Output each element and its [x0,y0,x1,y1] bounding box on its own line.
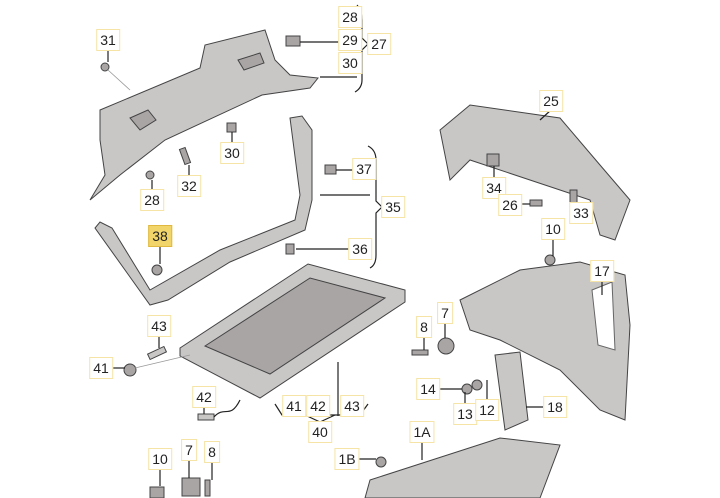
part-label-28a[interactable]: 28 [338,6,362,28]
part-label-29[interactable]: 29 [338,29,362,51]
screw-8b [204,479,211,497]
cap-7b [181,477,201,497]
clip-10 [544,254,556,266]
part-label-30a[interactable]: 30 [338,52,362,74]
part-label-28b[interactable]: 28 [140,189,164,211]
clip-29 [285,35,301,47]
part-label-41b[interactable]: 41 [282,395,306,417]
part-label-41a[interactable]: 41 [89,357,113,379]
clip-1B [375,456,387,468]
part-label-43a[interactable]: 43 [147,315,171,337]
screw-26 [529,199,543,207]
rear-shelf-trim [89,29,319,201]
part-10b [149,486,165,498]
part-label-14[interactable]: 14 [416,378,440,400]
part-label-26[interactable]: 26 [498,194,522,216]
clip-28 [145,170,155,180]
part-label-8b[interactable]: 8 [204,441,220,463]
part-label-30b[interactable]: 30 [220,142,244,164]
cap-7 [437,337,455,355]
part-label-35[interactable]: 35 [381,196,405,218]
part-label-34[interactable]: 34 [482,177,506,199]
clip-37 [324,164,337,175]
part-label-17[interactable]: 17 [590,260,614,282]
part-label-18[interactable]: 18 [543,396,567,418]
clip-36 [285,243,295,255]
part-label-43b[interactable]: 43 [340,395,364,417]
cover-18 [494,351,529,431]
part-label-27[interactable]: 27 [367,33,391,55]
part-label-10a[interactable]: 10 [541,218,565,240]
hinge-41 [123,363,137,377]
part-label-40[interactable]: 40 [308,421,332,443]
switch-42 [197,413,215,421]
part-label-36[interactable]: 36 [348,238,372,260]
part-label-38[interactable]: 38 [148,225,172,247]
part-label-7a[interactable]: 7 [437,302,453,324]
screw-8 [411,349,429,356]
part-label-42b[interactable]: 42 [306,395,330,417]
washer-14 [461,383,473,395]
side-trim-rail [94,115,313,306]
right-side-panel [459,261,631,421]
ring-13 [471,379,483,391]
part-label-1A[interactable]: 1A [409,421,435,443]
clip-30 [226,122,237,133]
floor-cover-1A [364,437,561,498]
part-label-10b[interactable]: 10 [148,448,172,470]
screw-32 [178,146,192,166]
speaker-opening-left [129,109,157,131]
part-label-8a[interactable]: 8 [416,316,432,338]
part-label-42a[interactable]: 42 [192,386,216,408]
part-label-13[interactable]: 13 [453,403,477,425]
part-label-7b[interactable]: 7 [181,439,197,461]
pin-43 [146,345,168,361]
part-label-1B[interactable]: 1B [334,448,360,470]
clip-34 [486,153,500,167]
clip-38 [151,264,163,276]
clip-31 [100,62,110,72]
part-label-33[interactable]: 33 [569,202,593,224]
load-floor-insert [203,277,387,375]
speaker-opening-right [237,52,265,71]
right-upper-trim [439,104,631,241]
part-label-25[interactable]: 25 [539,90,563,112]
part-label-12[interactable]: 12 [475,399,499,421]
part-label-37[interactable]: 37 [352,158,376,180]
part-label-31[interactable]: 31 [96,29,120,51]
part-label-32[interactable]: 32 [177,175,201,197]
